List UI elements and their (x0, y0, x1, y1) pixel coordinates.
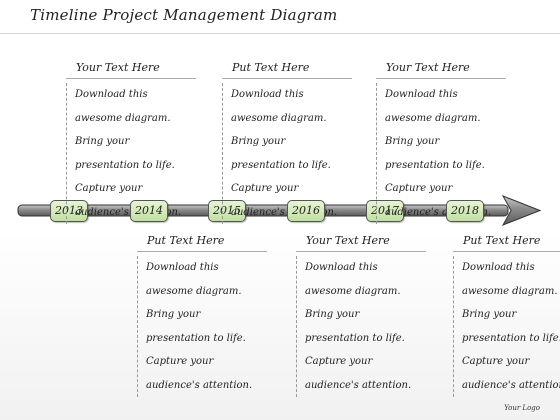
card-text-line: awesome diagram. (385, 112, 481, 124)
card-heading: Put Text Here (232, 61, 310, 74)
card-text-line: presentation to life. (146, 332, 246, 344)
card-text-line: awesome diagram. (305, 285, 401, 297)
card-text-line: audience's attention. (146, 379, 253, 391)
card-body: Download this awesome diagram. Bring your p… (66, 83, 196, 224)
card-heading: Put Text Here (147, 234, 225, 247)
card-text-line: Capture your (462, 356, 530, 367)
card-text-line: Download this (231, 89, 304, 100)
card-heading-rule (137, 251, 267, 252)
year-box-3: 2016 (287, 200, 325, 222)
card-text-line: Capture your (305, 356, 373, 367)
card-heading: Your Text Here (76, 61, 160, 74)
page-title: Timeline Project Management Diagram (30, 6, 338, 24)
card-heading-rule (376, 78, 506, 79)
card-text-line: Capture your (385, 183, 453, 194)
card-text-line: audience's attention. (231, 206, 338, 218)
card-text-line: Bring your (146, 309, 201, 320)
card-text-line: audience's attention. (385, 206, 492, 218)
card-body: Download this awesome diagram. Bring your p… (376, 83, 506, 224)
card-text-line: Bring your (75, 136, 130, 147)
card-text-line: awesome diagram. (146, 285, 242, 297)
year-box-1: 2014 (130, 200, 168, 222)
year-box-5: 2018 (446, 200, 484, 222)
card-text-line: Bring your (231, 136, 286, 147)
year-box-4: 2017 (366, 200, 404, 222)
card-heading: Your Text Here (306, 234, 390, 247)
card-text-line: Bring your (305, 309, 360, 320)
year-box-2: 2015 (208, 200, 246, 222)
card-text-line: presentation to life. (385, 159, 485, 171)
card-text-line: awesome diagram. (231, 112, 327, 124)
card-text-line: Download this (146, 262, 219, 273)
year-box-0: 2013 (50, 200, 88, 222)
card-body: Download this awesome diagram. Bring your p… (453, 256, 560, 397)
card-text-line: Download this (385, 89, 458, 100)
card-heading-rule (453, 251, 560, 252)
card-heading: Your Text Here (386, 61, 470, 74)
card-text-line: presentation to life. (305, 332, 405, 344)
card-text-line: Bring your (462, 309, 517, 320)
card-text-line: presentation to life. (231, 159, 331, 171)
card-text-line: Capture your (75, 183, 143, 194)
card-text-line: awesome diagram. (462, 285, 558, 297)
card-text-line: audience's attention. (75, 206, 182, 218)
card-heading-rule (66, 78, 196, 79)
title-divider (0, 33, 560, 34)
card-heading-rule (222, 78, 352, 79)
card-text-line: audience's attention. (462, 379, 560, 391)
card-heading-rule (296, 251, 426, 252)
card-text-line: presentation to life. (75, 159, 175, 171)
card-text-line: Download this (462, 262, 535, 273)
card-body: Download this awesome diagram. Bring your p… (137, 256, 267, 397)
card-text-line: Bring your (385, 136, 440, 147)
logo-text: Your Logo (504, 404, 540, 412)
card-text-line: Capture your (146, 356, 214, 367)
arrow-head (501, 195, 542, 226)
card-text-line: Capture your (231, 183, 299, 194)
card-body: Download this awesome diagram. Bring your p… (222, 83, 352, 224)
card-body: Download this awesome diagram. Bring your p… (296, 256, 426, 397)
card-text-line: Download this (75, 89, 148, 100)
card-heading: Put Text Here (463, 234, 541, 247)
card-text-line: audience's attention. (305, 379, 412, 391)
card-text-line: awesome diagram. (75, 112, 171, 124)
card-text-line: presentation to life. (462, 332, 560, 344)
card-text-line: Download this (305, 262, 378, 273)
